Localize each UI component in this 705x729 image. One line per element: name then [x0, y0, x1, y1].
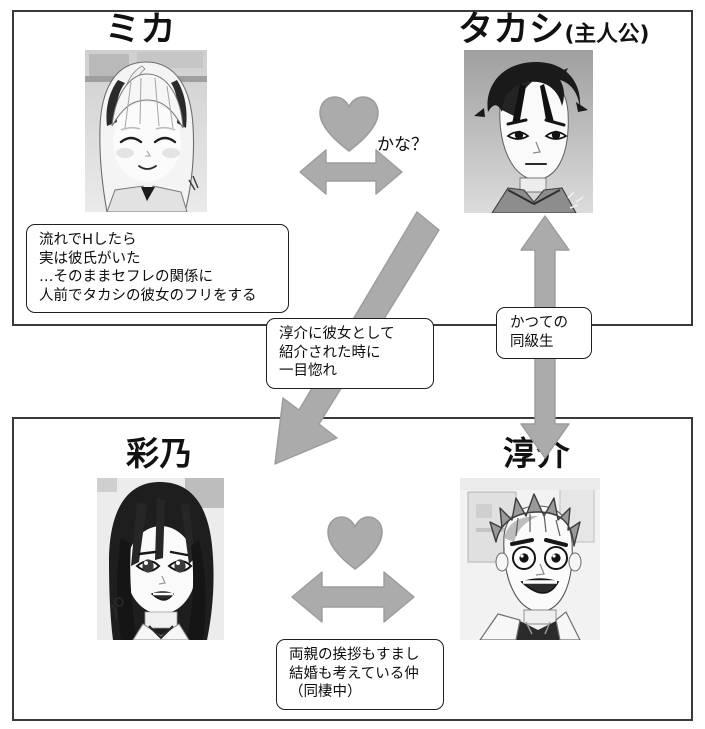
note-classmate: かつての 同級生 — [496, 307, 592, 360]
character-name-ayano: 彩乃 — [126, 437, 193, 470]
note-couple: 両親の挨拶もすまし 結婚も考えている仲 （同棲中） — [276, 639, 444, 710]
character-name-mika: ミカ — [105, 13, 176, 48]
portrait-ayano — [97, 478, 224, 640]
character-name-ayano-text: 彩乃 — [126, 434, 193, 473]
note-mika: 流れでHしたら 実は彼氏がいた …そのままセフレの関係に 人前でタカシの彼女のフ… — [26, 224, 289, 314]
character-name-takashi: タカシ(主人公) — [458, 13, 649, 48]
double-arrow-ayano-junsuke — [291, 570, 415, 624]
character-name-mika-text: ミカ — [105, 10, 177, 50]
heart-icon-mika-takashi — [318, 95, 380, 153]
group-frame-bottom — [12, 417, 693, 721]
portrait-junsuke — [460, 478, 600, 640]
portrait-mika — [85, 50, 207, 212]
portrait-takashi — [464, 50, 593, 213]
character-name-takashi-suffix: (主人公) — [564, 22, 650, 47]
note-hitomebore: 淳介に彼女として 紹介された時に 一目惚れ — [266, 318, 434, 389]
heart-icon-ayano-junsuke — [326, 515, 384, 571]
character-name-takashi-text: タカシ — [458, 10, 565, 50]
double-arrow-mika-takashi — [299, 148, 403, 196]
label-kana: かな？ — [377, 135, 428, 155]
